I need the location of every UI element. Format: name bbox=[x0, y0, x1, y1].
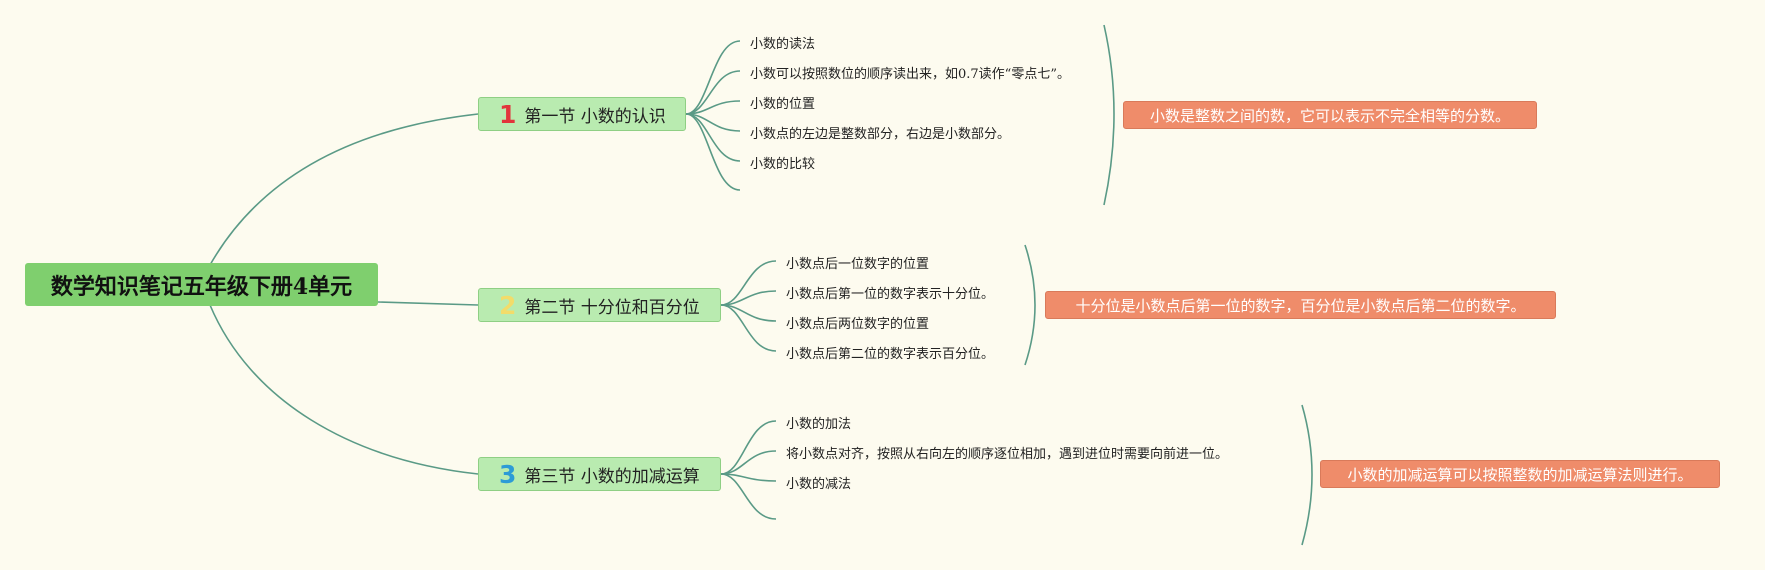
connector-section-3-leaf-2 bbox=[720, 450, 777, 475]
section-node-2[interactable]: 2 第二节 十分位和百分位 bbox=[478, 288, 721, 322]
summary-1[interactable]: 小数是整数之间的数，它可以表示不完全相等的分数。 bbox=[1123, 101, 1537, 129]
leaf-2-2[interactable]: 小数点后第一位的数字表示十分位。 bbox=[786, 287, 995, 302]
section-number-2: 2 bbox=[499, 290, 517, 320]
connector-section-2-leaf-4 bbox=[720, 304, 777, 352]
section-title-3: 第三节 小数的加减运算 bbox=[524, 466, 700, 487]
summary-2[interactable]: 十分位是小数点后第一位的数字，百分位是小数点后第二位的数字。 bbox=[1045, 291, 1556, 319]
section-number-1: 1 bbox=[499, 99, 517, 129]
leaf-1-2[interactable]: 小数可以按照数位的顺序读出来，如0.7读作“零点七”。 bbox=[750, 67, 1070, 82]
connector-section-1-leaf-2 bbox=[685, 70, 741, 115]
summary-brace-1 bbox=[1103, 24, 1115, 206]
leaf-1-3[interactable]: 小数的位置 bbox=[750, 97, 816, 112]
leaf-3-3[interactable]: 小数的减法 bbox=[786, 477, 852, 492]
connector-section-1-leaf-6 bbox=[685, 113, 741, 191]
connector-section-1-leaf-5 bbox=[685, 113, 741, 162]
section-title-2: 第二节 十分位和百分位 bbox=[524, 297, 700, 318]
section-node-1[interactable]: 1 第一节 小数的认识 bbox=[478, 97, 686, 131]
connector-section-3-leaf-3 bbox=[720, 473, 777, 482]
connector-root-section-3 bbox=[209, 304, 479, 475]
summary-3[interactable]: 小数的加减运算可以按照整数的加减运算法则进行。 bbox=[1320, 460, 1720, 488]
connector-section-3-leaf-4 bbox=[720, 473, 777, 520]
leaf-2-4[interactable]: 小数点后第二位的数字表示百分位。 bbox=[786, 347, 995, 362]
section-title-1: 第一节 小数的认识 bbox=[524, 106, 666, 127]
leaf-1-1[interactable]: 小数的读法 bbox=[750, 37, 816, 52]
root-topic[interactable]: 数学知识笔记五年级下册4单元 bbox=[25, 263, 378, 306]
leaf-3-1[interactable]: 小数的加法 bbox=[786, 417, 852, 432]
leaf-1-4[interactable]: 小数点的左边是整数部分，右边是小数部分。 bbox=[750, 127, 1011, 142]
connector-root-section-1 bbox=[209, 113, 479, 266]
leaf-2-1[interactable]: 小数点后一位数字的位置 bbox=[786, 257, 930, 272]
connector-root-section-2 bbox=[377, 301, 479, 306]
summary-brace-2 bbox=[1024, 244, 1036, 366]
connector-section-2-leaf-1 bbox=[720, 260, 777, 306]
connector-section-1-leaf-1 bbox=[685, 40, 741, 115]
section-node-3[interactable]: 3 第三节 小数的加减运算 bbox=[478, 457, 721, 491]
leaf-3-2[interactable]: 将小数点对齐，按照从右向左的顺序逐位相加，遇到进位时需要向前进一位。 bbox=[786, 447, 1229, 462]
summary-brace-3 bbox=[1301, 404, 1313, 546]
leaf-1-5[interactable]: 小数的比较 bbox=[750, 157, 816, 172]
section-number-3: 3 bbox=[499, 459, 517, 489]
connector-section-3-leaf-1 bbox=[720, 420, 777, 475]
leaf-2-3[interactable]: 小数点后两位数字的位置 bbox=[786, 317, 930, 332]
